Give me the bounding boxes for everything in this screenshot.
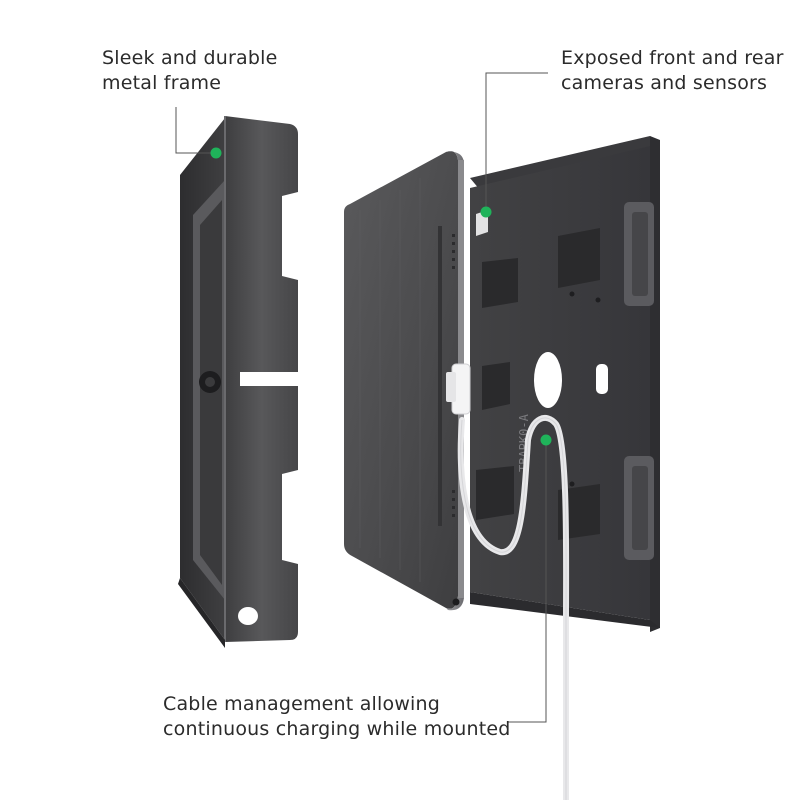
frame-marker-dot — [210, 147, 222, 159]
camera-marker-dot — [480, 206, 492, 218]
charging-cable — [446, 363, 570, 800]
cable-marker-dot — [540, 434, 552, 446]
cameras-callout-line-2: cameras and sensors — [561, 72, 768, 94]
back-enclosure: TBAPK0-A — [470, 136, 660, 632]
frame-callout-line-2: metal frame — [102, 72, 222, 94]
leader-lines — [175, 72, 548, 723]
cameras-callout: Exposed front and rear cameras and senso… — [561, 46, 784, 96]
cable-callout-line-1: Cable management allowing — [163, 693, 441, 715]
frame-callout: Sleek and durable metal frame — [102, 46, 278, 96]
frame-callout-line-1: Sleek and durable — [102, 47, 278, 69]
cable-callout: Cable management allowing continuous cha… — [163, 692, 511, 742]
metal-frame — [178, 116, 298, 648]
cameras-callout-line-1: Exposed front and rear — [561, 47, 784, 69]
cable-callout-line-2: continuous charging while mounted — [163, 718, 511, 740]
